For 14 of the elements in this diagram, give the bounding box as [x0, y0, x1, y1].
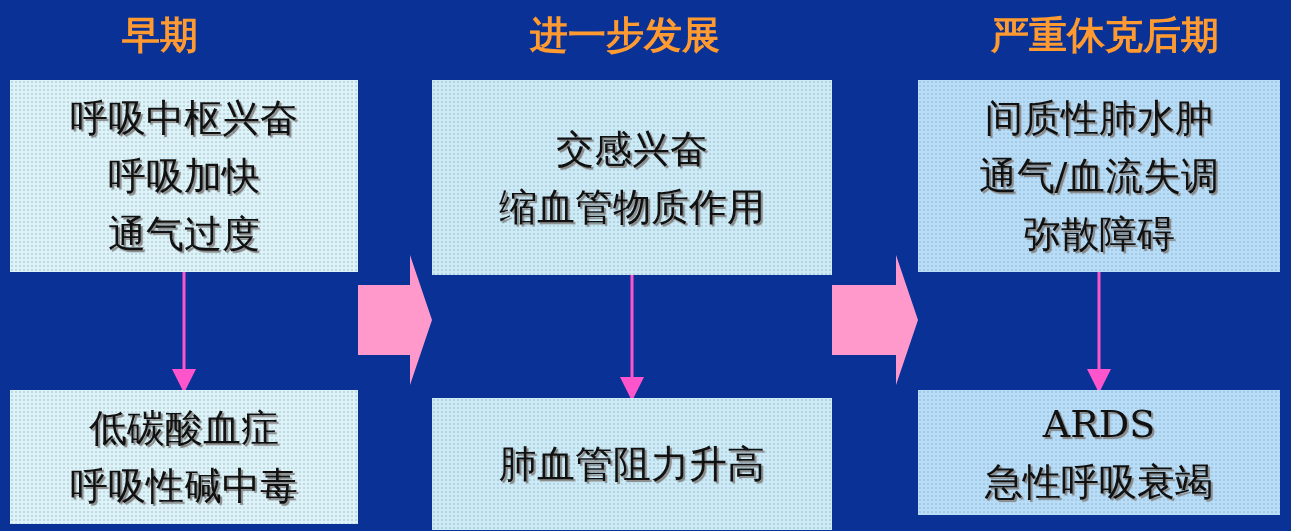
column-heading: 早期	[122, 11, 198, 59]
arrow	[620, 275, 644, 401]
arrow	[172, 272, 196, 393]
column-heading: 严重休克后期	[991, 11, 1219, 59]
arrow	[1087, 272, 1111, 393]
text-box: 呼吸中枢兴奋 呼吸加快 通气过度	[10, 80, 358, 272]
text-box: 低碳酸血症 呼吸性碱中毒	[10, 390, 358, 524]
text-box: ARDS 急性呼吸衰竭	[918, 390, 1280, 515]
text-box: 交感兴奋 缩血管物质作用	[432, 80, 832, 275]
text-box: 间质性肺水肿 通气/血流失调 弥散障碍	[918, 80, 1280, 272]
text-box: 肺血管阻力升高	[432, 398, 832, 530]
block-arrow	[358, 255, 432, 385]
column-heading: 进一步发展	[530, 11, 720, 59]
block-arrow	[832, 255, 918, 385]
